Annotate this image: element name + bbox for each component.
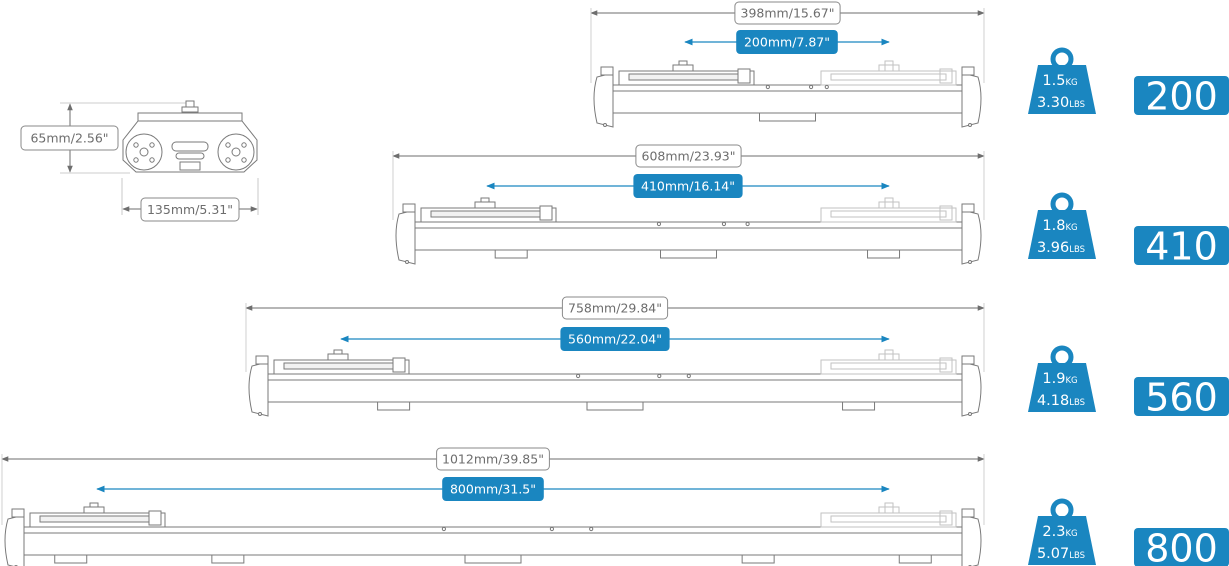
travel-label: 800mm/31.5": [450, 482, 536, 497]
weight-lbs: 4.18LBS: [1037, 393, 1085, 409]
weight-lbs-unit: LBS: [1069, 100, 1085, 110]
weight-kg-unit: KG: [1065, 529, 1077, 539]
weight-lbs: 5.07LBS: [1037, 546, 1085, 562]
travel-label: 410mm/16.14": [641, 179, 735, 194]
weight-kg-unit: KG: [1065, 376, 1077, 386]
weight-lbs-unit: LBS: [1069, 245, 1085, 255]
slider-rail-drawing: [248, 349, 982, 417]
weight-kg: 1.8KG: [1042, 218, 1077, 234]
weight-kg-value: 2.3: [1042, 524, 1065, 540]
end-view-width-label: 135mm/5.31": [147, 202, 233, 217]
weight-lbs-unit: LBS: [1069, 551, 1085, 561]
weight-lbs: 3.30LBS: [1037, 95, 1085, 111]
end-view-height-label-box: [20, 125, 119, 151]
weight-icon: [1028, 192, 1096, 259]
weight-kg: 2.3KG: [1042, 524, 1077, 540]
weight-icon: [1028, 47, 1096, 114]
length-label: 1012mm/39.85": [442, 452, 544, 467]
weight-lbs-unit: LBS: [1069, 398, 1085, 408]
weight-kg-value: 1.5: [1042, 73, 1065, 89]
weight-lbs: 3.96LBS: [1037, 240, 1085, 256]
end-view-width-label-box: [140, 197, 240, 222]
weight-kg: 1.5KG: [1042, 73, 1077, 89]
model-badge: [1134, 528, 1229, 566]
slider-row-200: 398mm/15.67" 200mm/7.87" 1.5KG 3.30LBS 200: [590, 1, 1229, 128]
end-view-height-label: 65mm/2.56": [30, 131, 108, 146]
weight-kg-unit: KG: [1065, 223, 1077, 233]
weight-lbs-value: 5.07: [1037, 546, 1069, 562]
slider-rail-drawing: [4, 502, 982, 566]
length-label-box: [561, 296, 669, 320]
length-label-box: [436, 447, 550, 471]
model-badge: [1134, 76, 1229, 115]
weight-icon: [1028, 345, 1096, 412]
weight-kg: 1.9KG: [1042, 371, 1077, 387]
model-number: 560: [1145, 376, 1218, 420]
weight-kg-value: 1.8: [1042, 218, 1065, 234]
model-badge: [1134, 226, 1229, 265]
weight-lbs-value: 4.18: [1037, 393, 1069, 409]
travel-label-box: [633, 174, 743, 198]
length-label: 608mm/23.93": [642, 149, 736, 164]
weight-kg-unit: KG: [1065, 78, 1077, 88]
model-number: 800: [1145, 527, 1218, 566]
model-badge: [1134, 377, 1229, 416]
travel-label: 560mm/22.04": [568, 332, 662, 347]
length-label-box: [734, 1, 841, 25]
slider-row-560: 758mm/29.84" 560mm/22.04" 1.9KG 4.18LBS 560: [245, 296, 1229, 420]
length-label: 758mm/29.84": [568, 301, 662, 316]
weight-kg-value: 1.9: [1042, 371, 1065, 387]
carriage-end-view-drawing: [122, 100, 258, 173]
length-label: 398mm/15.67": [741, 6, 835, 21]
slider-row-410: 608mm/23.93" 410mm/16.14" 1.8KG 3.96LBS 410: [392, 144, 1229, 269]
length-label-box: [635, 144, 742, 168]
slider-row-800: 1012mm/39.85" 800mm/31.5" 2.3KG 5.07LBS 800: [1, 447, 1229, 566]
model-number: 410: [1145, 225, 1218, 269]
slider-rail-drawing: [395, 197, 982, 265]
travel-label-box: [736, 30, 838, 54]
travel-label: 200mm/7.87": [744, 35, 830, 50]
slider-rail-drawing: [593, 60, 982, 128]
weight-lbs-value: 3.96: [1037, 240, 1069, 256]
travel-label-box: [442, 477, 544, 501]
weight-lbs-value: 3.30: [1037, 95, 1069, 111]
model-number: 200: [1145, 75, 1218, 119]
end-view: 65mm/2.56" 135mm/5.31": [20, 100, 259, 222]
weight-icon: [1028, 498, 1096, 565]
travel-label-box: [560, 327, 670, 351]
